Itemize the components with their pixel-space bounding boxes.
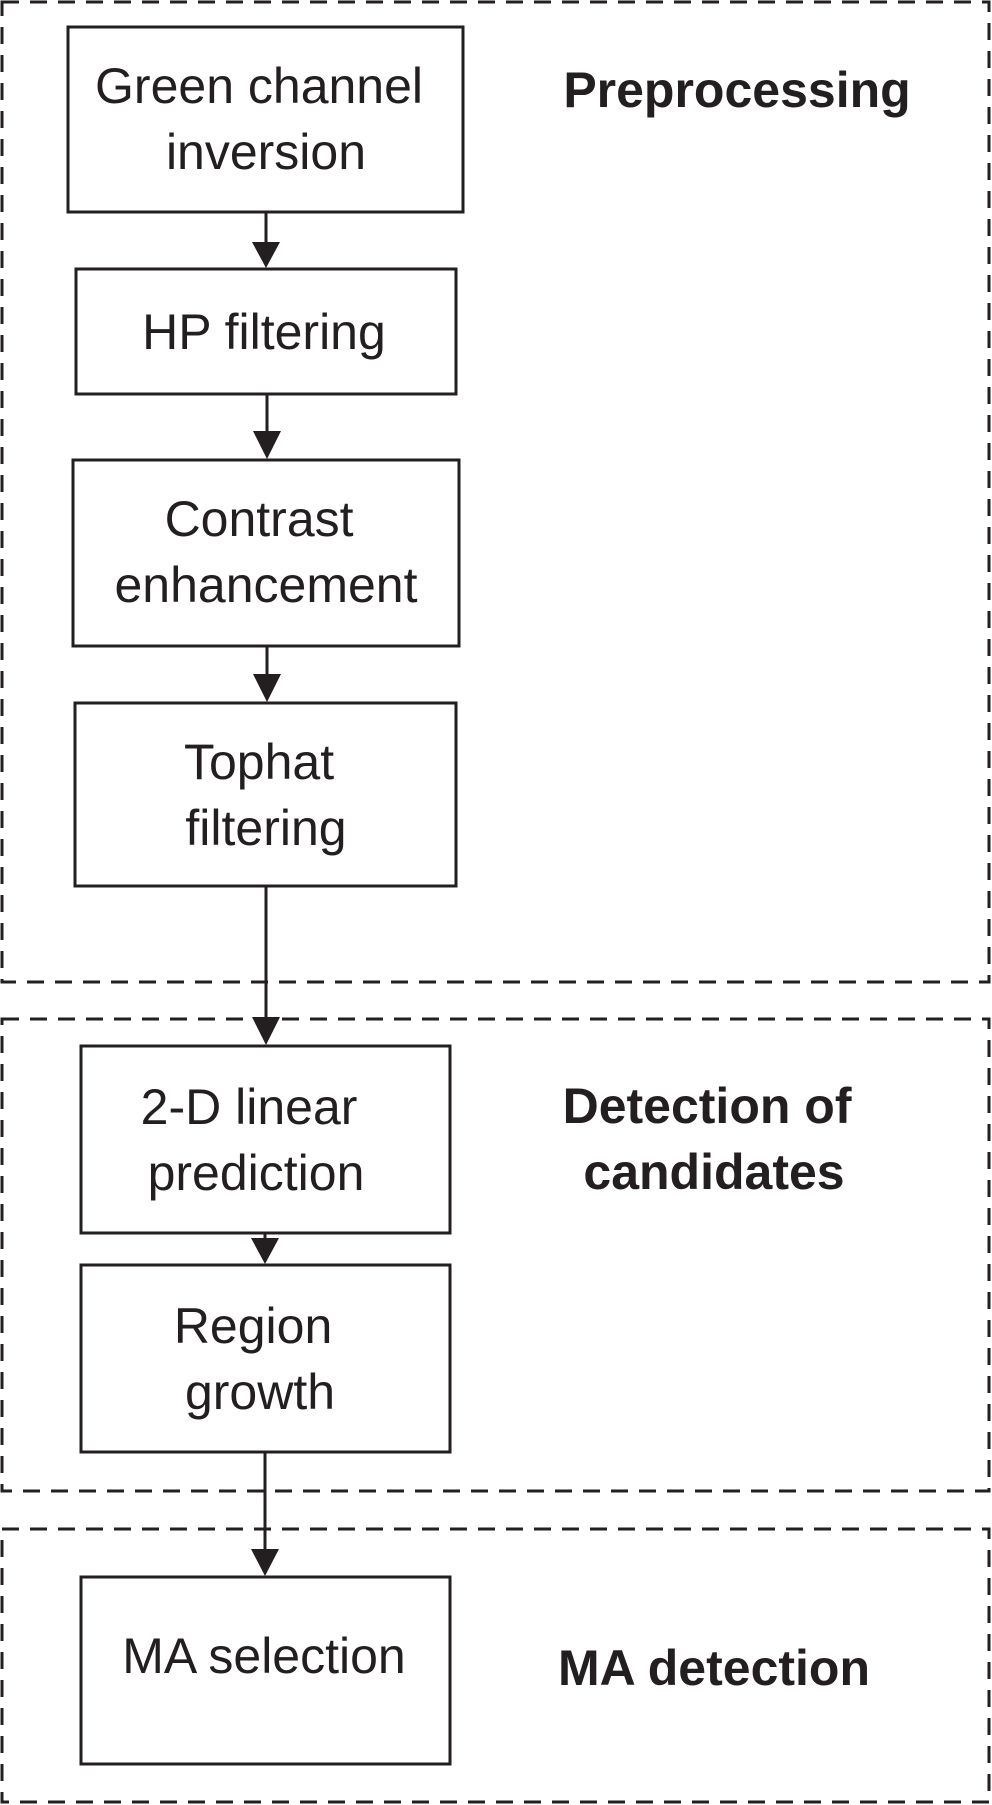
step-box — [79, 1575, 452, 1766]
stage-label-detection: Detection of candidates — [563, 1078, 866, 1200]
step-label: Region growth — [174, 1298, 346, 1420]
flow-arrows — [251, 212, 281, 1576]
step-label-line: HP filtering — [142, 304, 386, 360]
stage-label-line: Preprocessing — [563, 62, 910, 118]
step-2d-linear-prediction: 2-D linear prediction — [79, 1044, 452, 1235]
stage-label-preprocessing: Preprocessing — [563, 62, 910, 118]
step-box — [74, 267, 458, 396]
step-label-line: Region — [174, 1298, 332, 1354]
arrow-linear-to-region — [251, 1233, 279, 1264]
step-label-line: Green channel — [95, 58, 423, 114]
step-label-line: filtering — [185, 800, 346, 856]
step-box — [66, 25, 465, 214]
step-label: Green channel inversion — [95, 58, 437, 180]
step-box — [79, 1263, 452, 1454]
arrow-tophat-to-linear — [252, 886, 280, 1045]
step-label-line: Tophat — [184, 734, 334, 790]
stage-label-ma: MA detection — [558, 1640, 870, 1696]
step-tophat-filtering: Tophat filtering — [73, 701, 458, 888]
step-label-line: growth — [185, 1364, 335, 1420]
step-label: MA selection — [122, 1628, 405, 1684]
stage-label-line: Detection of — [563, 1078, 852, 1134]
step-label-line: inversion — [166, 124, 366, 180]
step-region-growth: Region growth — [79, 1263, 452, 1454]
stage-label-line: MA detection — [558, 1640, 870, 1696]
step-label: HP filtering — [142, 304, 386, 360]
step-box — [71, 458, 461, 648]
step-label-line: MA selection — [122, 1628, 405, 1684]
step-label: 2-D linear prediction — [141, 1079, 372, 1201]
step-box — [79, 1044, 452, 1235]
arrow-region-to-selection — [251, 1452, 279, 1576]
step-label-line: 2-D linear — [141, 1079, 358, 1135]
step-label: Tophat filtering — [184, 734, 348, 856]
step-label-line: enhancement — [114, 557, 417, 613]
step-label-line: Contrast — [165, 491, 354, 547]
arrow-contrast-to-tophat — [253, 646, 281, 702]
step-hp-filtering: HP filtering — [74, 267, 458, 396]
step-ma-selection: MA selection — [79, 1575, 452, 1766]
stage-label-line: candidates — [583, 1144, 844, 1200]
step-green-channel-inversion: Green channel inversion — [66, 25, 465, 214]
step-label-line: prediction — [148, 1145, 365, 1201]
arrow-green-to-hp — [252, 212, 280, 268]
stage-region-preprocessing — [0, 0, 991, 984]
arrow-hp-to-contrast — [253, 394, 281, 459]
step-label: Contrast enhancement — [114, 491, 417, 613]
step-contrast-enhancement: Contrast enhancement — [71, 458, 461, 648]
step-boxes: Green channel inversion HP filtering Con… — [66, 25, 465, 1766]
step-box — [73, 701, 458, 888]
stage-region-ma — [0, 1527, 991, 1804]
stage-labels: Preprocessing Detection of candidates MA… — [558, 62, 911, 1696]
